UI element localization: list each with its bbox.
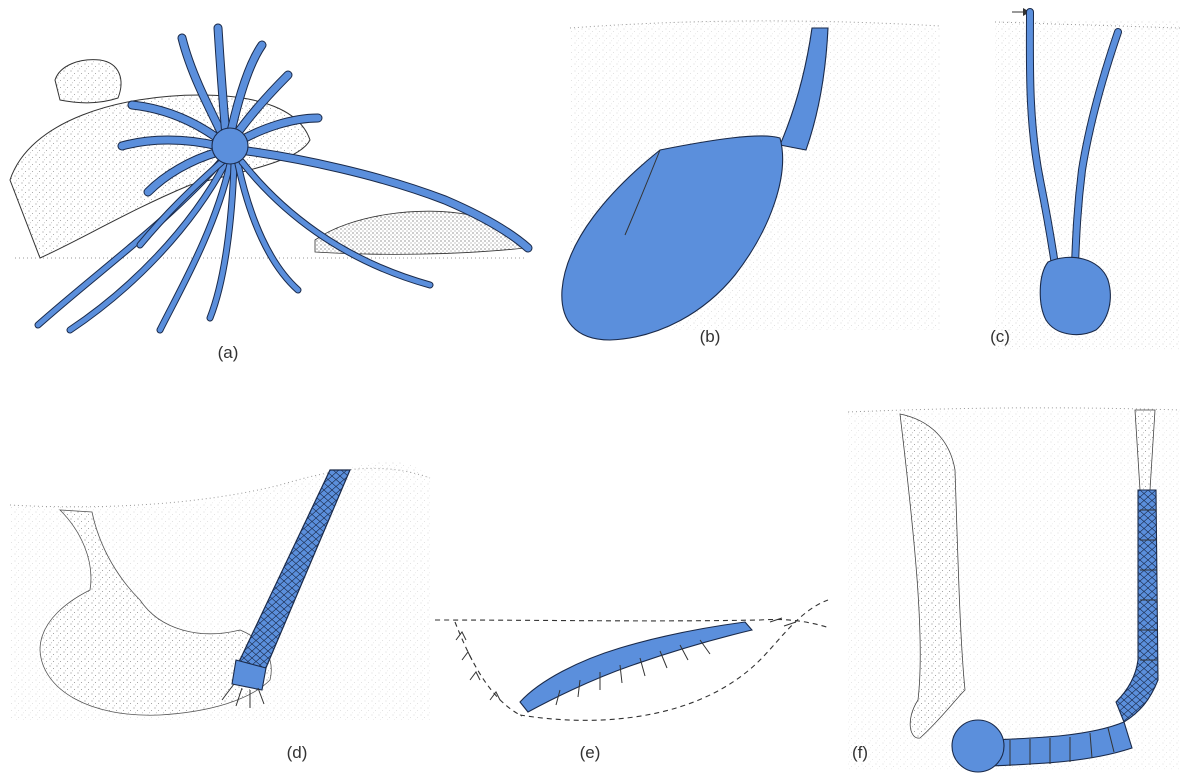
panel-c: (c): [990, 8, 1180, 350]
panel-e-label: (e): [580, 743, 601, 762]
panel-d: (d): [10, 462, 430, 762]
panel-a-calyx: [212, 128, 248, 164]
panel-f-label: (f): [852, 743, 868, 762]
panel-a-label: (a): [218, 343, 239, 362]
panel-a-arms: [122, 28, 528, 248]
panel-c-label: (c): [990, 327, 1010, 346]
panel-e: (e): [435, 600, 830, 762]
panel-e-burrow-top: [435, 619, 830, 628]
panel-f-worm-head: [952, 720, 1004, 772]
panel-e-flow-left: [455, 622, 522, 716]
panel-b: (b): [562, 20, 940, 346]
panel-a-rock-knob: [55, 60, 121, 103]
panel-e-worm: [520, 622, 752, 712]
panel-f: (f): [848, 408, 1180, 772]
panel-b-label: (b): [700, 327, 721, 346]
panel-a: (a): [10, 28, 528, 362]
panel-c-body: [1040, 257, 1110, 334]
panel-d-label: (d): [287, 743, 308, 762]
